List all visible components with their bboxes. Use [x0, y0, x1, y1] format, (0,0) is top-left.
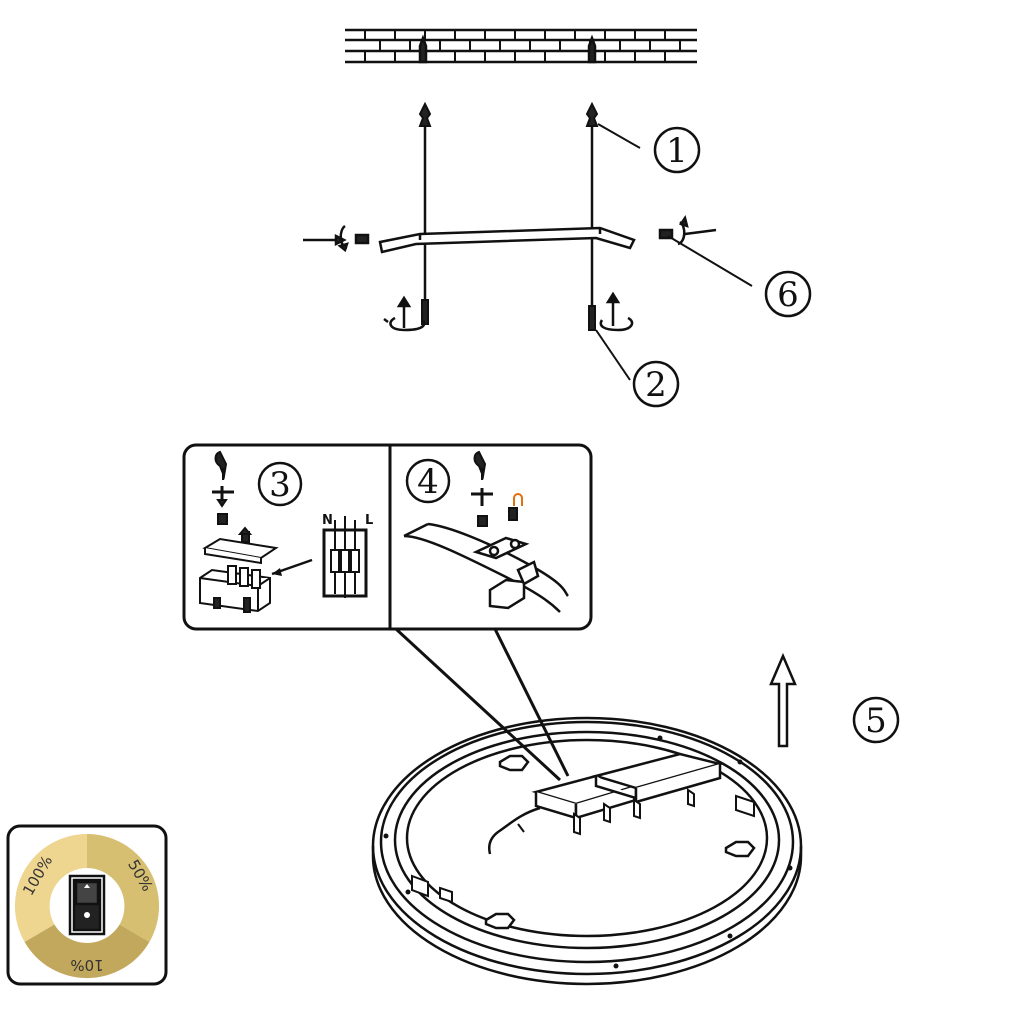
step-1-label: 1	[653, 126, 701, 174]
detail-callout	[182, 443, 593, 782]
rotation-arrows	[383, 291, 634, 332]
leader-lines	[595, 123, 753, 381]
lamp-base	[371, 716, 803, 986]
step-1-number: 1	[666, 131, 688, 171]
step-5-label: 5	[852, 696, 900, 744]
wire-neutral-label: N	[322, 513, 333, 528]
step-2-label: 2	[632, 360, 680, 408]
dimmer-switch-badge: 100% 50% 10%	[6, 824, 168, 986]
step-5-number: 5	[865, 701, 887, 741]
step-4-panel: 4	[403, 450, 569, 613]
mounting-screws	[418, 101, 599, 331]
wire-live-label: L	[365, 513, 373, 528]
step-3-number: 3	[269, 465, 291, 505]
brick-ceiling	[345, 28, 697, 64]
dimmer-100-segment	[14, 833, 87, 942]
dimmer-10-label: 10%	[70, 956, 103, 974]
step-4-number: 4	[417, 462, 439, 502]
step-6-label: 6	[764, 270, 812, 318]
side-screws	[303, 214, 717, 253]
step-6-number: 6	[777, 275, 799, 315]
dimmer-50-segment	[87, 833, 160, 942]
step-3-panel: 3	[199, 450, 373, 613]
dimmer-10-segment	[24, 924, 150, 979]
up-arrow	[769, 652, 797, 748]
step-2-number: 2	[645, 365, 667, 405]
rocker-switch-icon	[68, 874, 106, 936]
mounting-bracket	[378, 226, 636, 254]
